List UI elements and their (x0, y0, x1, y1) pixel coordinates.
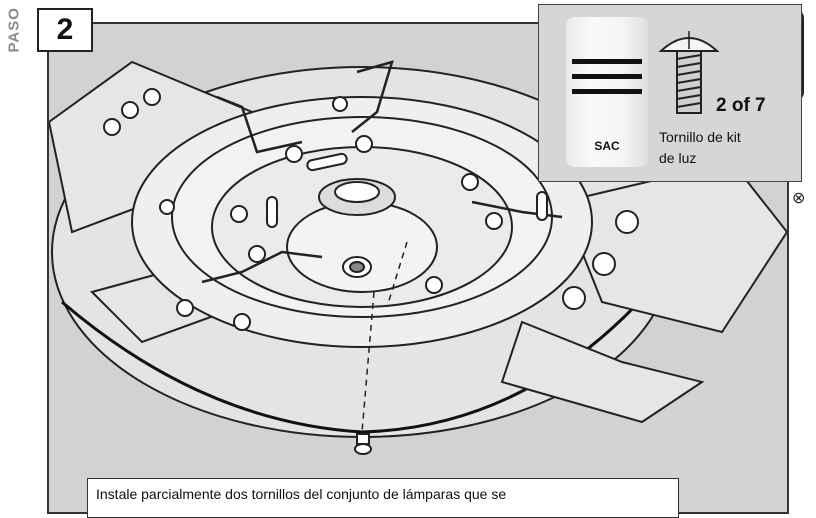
hardware-inset: SAC 2 of 7 Tornillo de kit de luz (538, 4, 802, 182)
bag-label: SAC (594, 139, 620, 153)
pan-head-screw-icon (658, 31, 720, 114)
part-name: Tornillo de kit de luz (659, 129, 741, 166)
fan-mounting-plate-illustration (49, 60, 787, 455)
quantity-label: 2 of 7 (716, 95, 766, 116)
phillips-head-icon: ⊗ (792, 190, 806, 207)
paso-side-label: PASO (5, 7, 23, 53)
hardware-bag-icon: SAC (566, 17, 648, 167)
step-number-box: 2 (37, 8, 93, 52)
step-number: 2 (56, 13, 74, 46)
instruction-text: Instale parcialmente dos tornillos del c… (87, 478, 679, 518)
